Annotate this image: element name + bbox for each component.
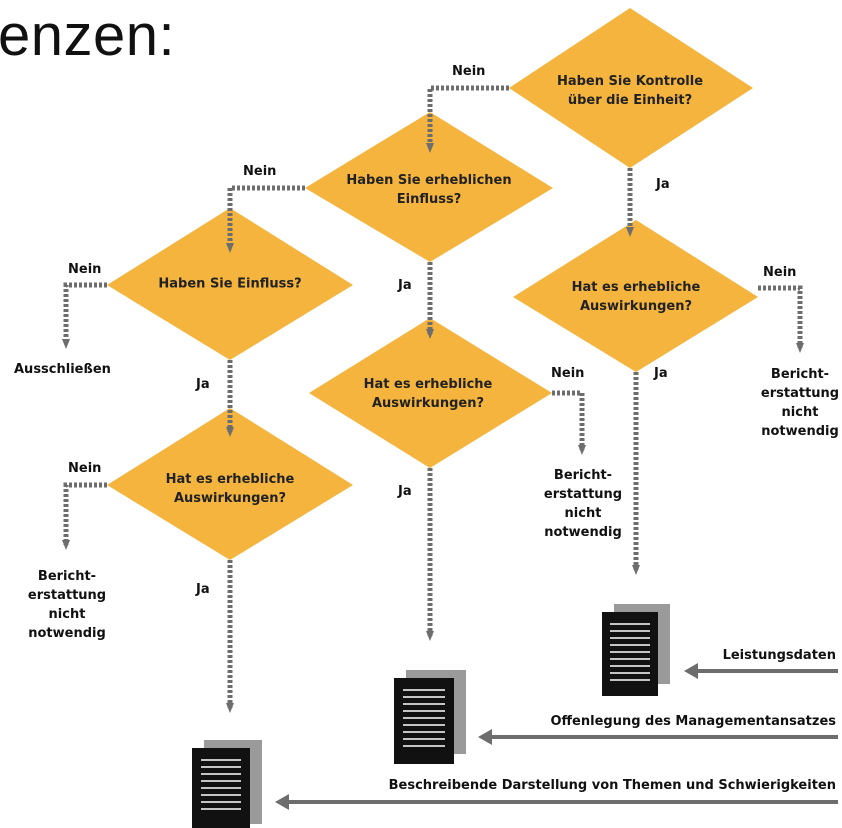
label-ja-impact-right: Ja [654,366,668,381]
arrowhead-management-approach [478,729,492,745]
connector-impact-left-nein [62,482,107,550]
label-nein-influence: Nein [68,262,102,277]
label-performance-data: Leistungsdaten [722,648,836,663]
label-nein-significant-influence: Nein [243,164,277,179]
connector-impact-middle-nein [552,390,586,455]
arrowhead-performance-data [684,663,698,679]
decision-diamond-significant-influence [305,112,553,262]
connector-impact-right-nein [758,285,804,353]
connector-significant-influence-nein [226,185,305,253]
outcome-no-report-right: Bericht- erstattung nicht notwendig [760,367,840,439]
arrowhead-narrative [275,794,289,810]
label-narrative: Beschreibende Darstellung von Themen und… [388,778,836,793]
decision-diamond-impact-left [107,408,353,560]
page-title: enzen: [0,3,176,68]
label-nein-impact-left: Nein [68,461,102,476]
label-ja-impact-middle: Ja [398,484,412,499]
decision-diamond-control [509,8,753,168]
connector-influence-nein [62,282,107,349]
decision-text-significant-influence: Haben Sie erheblichen Einfluss? [346,173,512,207]
label-ja-significant-influence: Ja [398,278,412,293]
label-ja-impact-left: Ja [196,582,210,597]
decision-diamond-impact-right [513,220,758,372]
document-icon-performance [602,604,670,696]
document-icon-narrative [192,740,262,828]
label-ja-control: Ja [656,177,670,192]
label-nein-impact-right: Nein [763,265,797,280]
decision-diamond-impact-middle [309,318,552,468]
outcome-no-report-left: Bericht- erstattung nicht notwendig [27,569,107,641]
label-ja-influence: Ja [196,377,210,392]
document-icon-management [394,670,466,764]
decision-diamond-influence [107,208,353,360]
outcome-exclude: Ausschließen [14,362,111,377]
decision-text-impact-middle: Hat es erhebliche Auswirkungen? [363,377,493,411]
decision-text-impact-left: Hat es erhebliche Auswirkungen? [165,472,295,506]
decision-text-influence: Haben Sie Einfluss? [158,276,302,292]
outcome-no-report-middle: Bericht- erstattung nicht notwendig [543,468,623,540]
label-management-approach: Offenlegung des Managementansatzes [550,714,836,729]
connector-control-nein [426,85,509,153]
decision-text-impact-right: Hat es erhebliche Auswirkungen? [571,280,701,314]
label-nein-impact-middle: Nein [551,366,585,381]
decision-text-control: Haben Sie Kontrolle über die Einheit? [556,74,704,108]
label-nein-control: Nein [452,64,486,79]
